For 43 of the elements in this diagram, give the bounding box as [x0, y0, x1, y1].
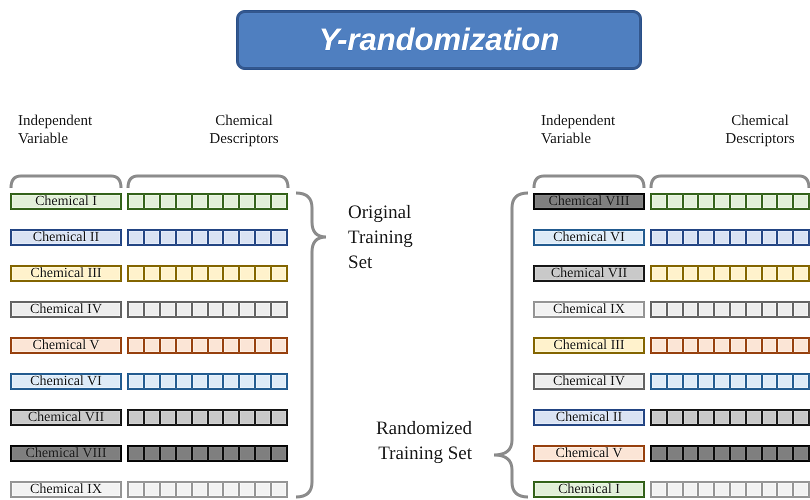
chemical-label: Chemical VII [10, 409, 122, 426]
descriptor-bar [127, 301, 288, 318]
column-heading: Independent Variable [18, 112, 94, 148]
descriptor-bar [127, 481, 288, 498]
descriptor-bar [127, 409, 288, 426]
descriptor-bar [650, 481, 810, 498]
set-label: Randomized Training Set [374, 417, 472, 466]
descriptor-bar [127, 265, 288, 282]
descriptor-bar [650, 193, 810, 210]
column-heading: Independent Variable [541, 112, 616, 148]
descriptor-bar [650, 301, 810, 318]
descriptor-bar [650, 445, 810, 462]
column-heading: Chemical Descriptors [724, 112, 796, 148]
set-label: Original Training Set [348, 201, 414, 275]
chemical-label: Chemical IV [10, 301, 122, 318]
descriptor-bar [650, 229, 810, 246]
chemical-label: Chemical IV [533, 373, 645, 390]
chemical-label: Chemical V [533, 445, 645, 462]
chemical-label: Chemical VII [533, 265, 645, 282]
descriptor-bar [127, 193, 288, 210]
chemical-label: Chemical I [533, 481, 645, 498]
chemical-label: Chemical VI [10, 373, 122, 390]
chemical-label: Chemical VI [533, 229, 645, 246]
descriptor-bar [127, 337, 288, 354]
chemical-label: Chemical III [533, 337, 645, 354]
descriptor-bar [650, 373, 810, 390]
descriptor-bar [650, 409, 810, 426]
title-banner: Y-randomization [236, 10, 642, 70]
descriptor-bar [127, 445, 288, 462]
descriptor-bar [127, 229, 288, 246]
descriptor-bar [650, 337, 810, 354]
column-heading: Chemical Descriptors [208, 112, 280, 148]
chemical-label: Chemical VIII [10, 445, 122, 462]
chemical-label: Chemical II [533, 409, 645, 426]
chemical-label: Chemical VIII [533, 193, 645, 210]
descriptor-bar [650, 265, 810, 282]
chemical-label: Chemical I [10, 193, 122, 210]
chemical-label: Chemical IX [10, 481, 122, 498]
chemical-label: Chemical IX [533, 301, 645, 318]
descriptor-bar [127, 373, 288, 390]
chemical-label: Chemical II [10, 229, 122, 246]
chemical-label: Chemical V [10, 337, 122, 354]
chemical-label: Chemical III [10, 265, 122, 282]
